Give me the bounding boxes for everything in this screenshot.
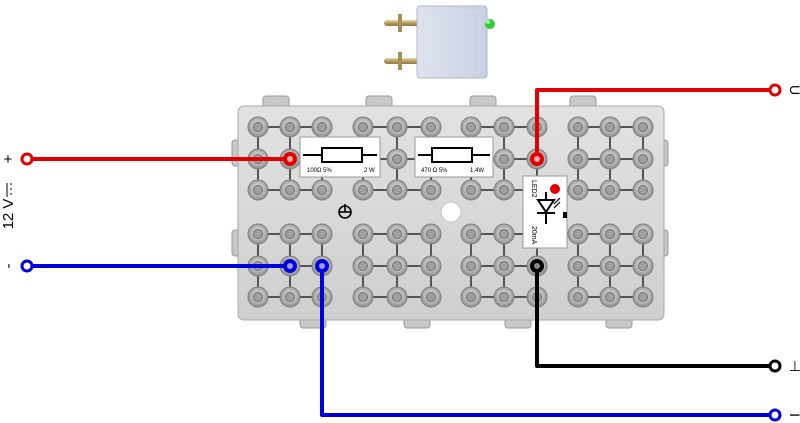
socket[interactable] xyxy=(567,116,589,138)
led-module[interactable]: LED2 20mA xyxy=(522,175,568,249)
socket[interactable] xyxy=(632,286,654,308)
socket[interactable] xyxy=(311,116,333,138)
socket[interactable] xyxy=(247,116,269,138)
socket[interactable] xyxy=(386,286,408,308)
minus-sign: - xyxy=(0,264,17,269)
socket[interactable] xyxy=(279,286,301,308)
socket[interactable] xyxy=(632,223,654,245)
socket[interactable] xyxy=(599,286,621,308)
socket[interactable] xyxy=(352,286,374,308)
resistor-2-power: 1.4W xyxy=(470,168,484,174)
socket[interactable] xyxy=(599,148,621,170)
socket[interactable] xyxy=(311,179,333,201)
socket[interactable] xyxy=(493,148,515,170)
dc-symbol-icon xyxy=(6,183,12,197)
led-indicator xyxy=(550,184,560,194)
supply-minus-terminal[interactable] xyxy=(20,259,34,273)
breadboard xyxy=(231,95,669,329)
u-terminal[interactable] xyxy=(768,83,782,97)
socket[interactable] xyxy=(632,116,654,138)
red-wire-u xyxy=(535,88,775,159)
socket[interactable] xyxy=(279,116,301,138)
socket[interactable] xyxy=(460,286,482,308)
i-label: I xyxy=(787,413,800,417)
socket[interactable] xyxy=(460,179,482,201)
led-current: 20mA xyxy=(530,226,537,245)
ground-symbol-icon xyxy=(338,204,352,219)
resistor-symbol-icon xyxy=(321,147,363,163)
socket[interactable] xyxy=(352,223,374,245)
socket[interactable] xyxy=(599,223,621,245)
led-name: LED2 xyxy=(530,180,537,198)
socket[interactable] xyxy=(460,116,482,138)
socket[interactable] xyxy=(493,223,515,245)
socket[interactable] xyxy=(352,116,374,138)
socket[interactable] xyxy=(632,255,654,277)
socket[interactable] xyxy=(352,255,374,277)
supply-voltage-label: 12 V xyxy=(0,199,17,230)
socket[interactable] xyxy=(632,148,654,170)
socket[interactable] xyxy=(493,255,515,277)
socket[interactable] xyxy=(493,286,515,308)
socket[interactable] xyxy=(567,255,589,277)
resistor-1[interactable]: 100Ω 5% 2 W xyxy=(299,136,381,178)
socket[interactable] xyxy=(279,223,301,245)
socket[interactable] xyxy=(599,116,621,138)
socket[interactable] xyxy=(247,223,269,245)
socket[interactable] xyxy=(386,179,408,201)
socket[interactable] xyxy=(567,148,589,170)
socket[interactable] xyxy=(493,179,515,201)
led-symbol-icon xyxy=(536,192,561,224)
wire-plugs[interactable] xyxy=(283,152,544,273)
socket[interactable] xyxy=(352,179,374,201)
resistor-1-power: 2 W xyxy=(364,168,375,174)
socket[interactable] xyxy=(632,179,654,201)
socket[interactable] xyxy=(386,223,408,245)
socket[interactable] xyxy=(247,286,269,308)
socket[interactable] xyxy=(247,179,269,201)
socket[interactable] xyxy=(599,179,621,201)
i-terminal[interactable] xyxy=(768,408,782,422)
plus-sign: + xyxy=(0,154,17,163)
socket[interactable] xyxy=(567,286,589,308)
blue-wire-i xyxy=(320,266,775,417)
socket[interactable] xyxy=(386,255,408,277)
socket[interactable] xyxy=(567,179,589,201)
black-terminal[interactable] xyxy=(768,359,782,373)
resistor-1-value: 100Ω 5% xyxy=(307,168,333,174)
socket[interactable] xyxy=(420,223,442,245)
black-wire xyxy=(535,266,775,368)
socket[interactable] xyxy=(311,223,333,245)
socket[interactable] xyxy=(599,255,621,277)
resistor-symbol-icon xyxy=(431,147,473,163)
socket[interactable] xyxy=(279,179,301,201)
socket[interactable] xyxy=(420,255,442,277)
socket[interactable] xyxy=(567,223,589,245)
plug-component-icon[interactable] xyxy=(384,5,495,79)
socket[interactable] xyxy=(386,116,408,138)
u-label: U xyxy=(787,85,800,95)
resistor-2-value: 470 Ω 5% xyxy=(421,168,448,174)
socket[interactable] xyxy=(460,223,482,245)
socket[interactable] xyxy=(493,116,515,138)
socket[interactable] xyxy=(420,179,442,201)
socket[interactable] xyxy=(420,116,442,138)
resistor-2[interactable]: 470 Ω 5% 1.4W xyxy=(414,136,494,178)
black-terminal-label: ⊣ xyxy=(787,360,800,372)
socket[interactable] xyxy=(460,255,482,277)
supply-plus-terminal[interactable] xyxy=(20,152,34,166)
socket[interactable] xyxy=(420,286,442,308)
socket[interactable] xyxy=(386,148,408,170)
